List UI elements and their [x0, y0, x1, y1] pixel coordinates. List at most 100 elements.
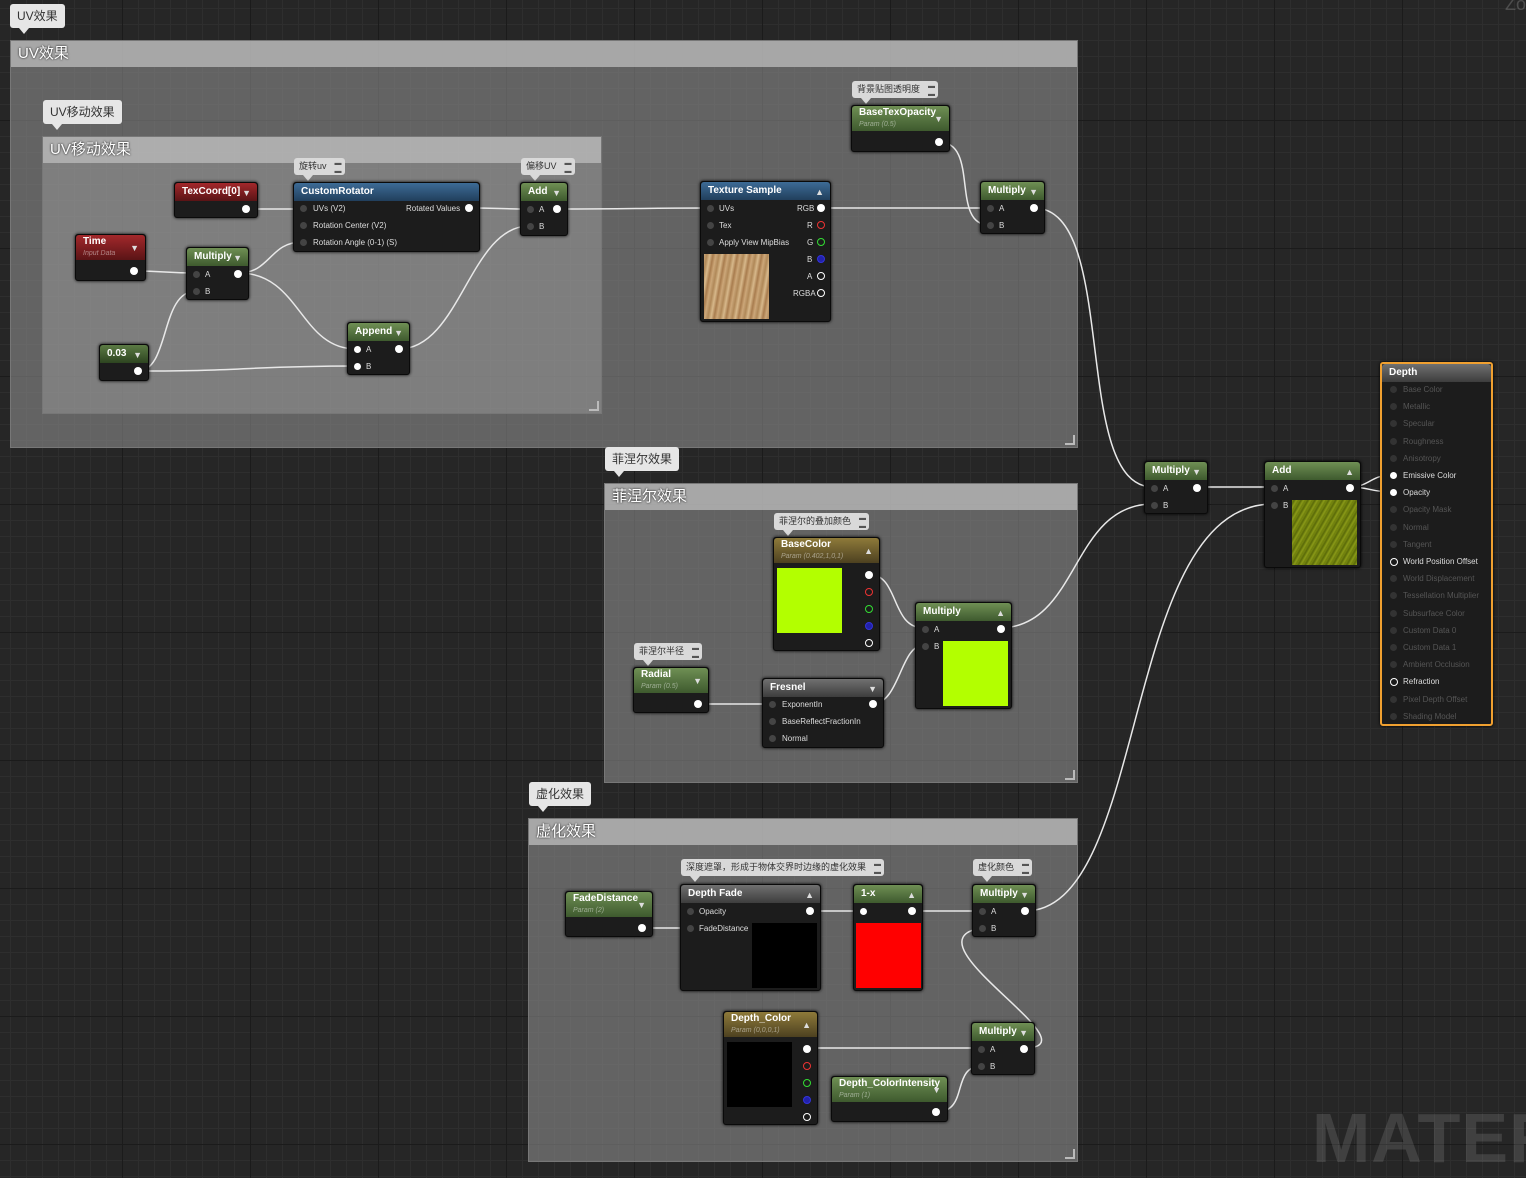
output-pin[interactable] [1021, 907, 1029, 915]
output-pin[interactable] [908, 907, 916, 915]
output-pin-g[interactable] [817, 238, 825, 246]
node-fresnel[interactable]: Fresnel▼ ExponentIn BaseReflectFractionI… [762, 678, 884, 748]
output-pin-a[interactable] [803, 1113, 811, 1121]
collapse-arrow-icon[interactable]: ▼ [130, 243, 139, 253]
output-pin[interactable] [395, 345, 403, 353]
node-header[interactable]: TexCoord[0]▼ [175, 183, 257, 201]
collapse-arrow-icon[interactable]: ▼ [1192, 467, 1201, 477]
node-texcoord[interactable]: TexCoord[0]▼ [174, 182, 258, 218]
input-pin[interactable] [707, 239, 714, 246]
node-header[interactable]: Append▼ [348, 323, 409, 341]
input-pin[interactable] [707, 222, 714, 229]
node-header[interactable]: Multiply▼ [187, 248, 248, 266]
node-header[interactable]: Texture Sample▲ [701, 182, 830, 200]
resize-grip[interactable] [1065, 770, 1075, 780]
input-pin[interactable] [769, 735, 776, 742]
collapse-arrow-icon[interactable]: ▼ [637, 900, 646, 910]
node-add[interactable]: Add▲ A B [1264, 461, 1361, 568]
node-multiply[interactable]: Multiply▲ A B [915, 602, 1012, 709]
node-header[interactable]: Depth [1382, 364, 1491, 382]
input-pin[interactable] [1271, 485, 1278, 492]
node-header[interactable]: Depth Fade▲ [681, 885, 820, 903]
input-pin[interactable] [354, 363, 361, 370]
group-tab-uv[interactable]: UV效果 [10, 4, 65, 34]
pin-icon[interactable]: ▬▬ [1022, 861, 1030, 876]
input-pin[interactable] [687, 908, 694, 915]
output-pin[interactable] [134, 367, 142, 375]
collapse-arrow-icon[interactable]: ▲ [996, 608, 1005, 618]
output-pin-r[interactable] [817, 221, 825, 229]
node-header[interactable]: Multiply▼ [981, 182, 1044, 200]
output-pin[interactable] [465, 204, 473, 212]
output-pin[interactable] [1193, 484, 1201, 492]
collapse-arrow-icon[interactable]: ▼ [552, 188, 561, 198]
group-tab-blur[interactable]: 虚化效果 [529, 782, 592, 812]
output-pin-r[interactable] [865, 588, 873, 596]
comment-bubble-offset[interactable]: 偏移UV▬▬ [521, 158, 575, 181]
node-multiply[interactable]: Multiply▼ A B [1144, 461, 1208, 514]
input-pin[interactable] [193, 288, 200, 295]
node-multiply[interactable]: Multiply▼ A B [186, 247, 249, 300]
node-header[interactable]: Add▼ [521, 183, 567, 201]
material-input-pin[interactable] [1390, 575, 1397, 583]
node-add[interactable]: Add▼ A B [520, 182, 568, 236]
output-pin-a[interactable] [865, 639, 873, 647]
material-input-pin[interactable] [1390, 403, 1397, 411]
output-pin[interactable] [234, 270, 242, 278]
input-pin[interactable] [300, 222, 307, 229]
material-input-pin[interactable] [1390, 712, 1397, 720]
collapse-arrow-icon[interactable]: ▼ [693, 676, 702, 686]
input-pin[interactable] [979, 925, 986, 932]
output-pin[interactable] [806, 907, 814, 915]
output-pin-g[interactable] [865, 605, 873, 613]
material-input-pin[interactable] [1390, 454, 1397, 462]
node-multiply[interactable]: Multiply▼ A B [972, 884, 1036, 937]
output-pin-rgb[interactable] [817, 204, 825, 212]
comment-bubble-fresnel-radius[interactable]: 菲涅尔半径▬▬ [634, 643, 703, 666]
node-header[interactable]: Fresnel▼ [763, 679, 883, 697]
node-header[interactable]: CustomRotator [294, 183, 479, 201]
collapse-arrow-icon[interactable]: ▼ [233, 253, 242, 263]
pin-icon[interactable]: ▬▬ [692, 645, 700, 660]
input-pin[interactable] [300, 239, 307, 246]
output-pin[interactable] [865, 571, 873, 579]
pin-icon[interactable]: ▬▬ [928, 83, 936, 98]
material-input-pin[interactable] [1390, 609, 1397, 617]
output-pin[interactable] [130, 267, 138, 275]
material-input-pin[interactable] [1390, 489, 1397, 497]
node-header[interactable]: Multiply▼ [973, 885, 1035, 903]
output-pin[interactable] [1346, 484, 1354, 492]
comment-bubble-blur-color[interactable]: 虚化颜色▬▬ [973, 859, 1033, 882]
input-pin[interactable] [193, 271, 200, 278]
output-pin[interactable] [1030, 204, 1038, 212]
material-input-pin[interactable] [1390, 661, 1397, 669]
node-depth-fade[interactable]: Depth Fade▲ Opacity FadeDistance [680, 884, 821, 991]
collapse-arrow-icon[interactable]: ▲ [864, 546, 873, 556]
material-input-pin[interactable] [1390, 506, 1397, 514]
node-header[interactable]: 1-x▲ [854, 885, 922, 903]
input-pin[interactable] [769, 701, 776, 708]
input-pin[interactable] [354, 346, 361, 353]
output-pin-rgba[interactable] [817, 289, 825, 297]
input-pin[interactable] [922, 643, 929, 650]
output-pin-b[interactable] [865, 622, 873, 630]
output-pin[interactable] [553, 205, 561, 213]
input-pin[interactable] [978, 1063, 985, 1070]
pin-icon[interactable]: ▬▬ [874, 861, 882, 876]
comment-bubble-depth-mask[interactable]: 深度遮罩，形成于物体交界时边缘的虚化效果▬▬ [681, 859, 885, 882]
node-header[interactable]: Multiply▲ [916, 603, 1011, 621]
material-input-pin[interactable] [1390, 644, 1397, 651]
collapse-arrow-icon[interactable]: ▼ [868, 684, 877, 694]
node-custom-rotator[interactable]: CustomRotator UVs (V2) Rotation Center (… [293, 182, 480, 252]
pin-icon[interactable]: ▬▬ [564, 160, 572, 175]
